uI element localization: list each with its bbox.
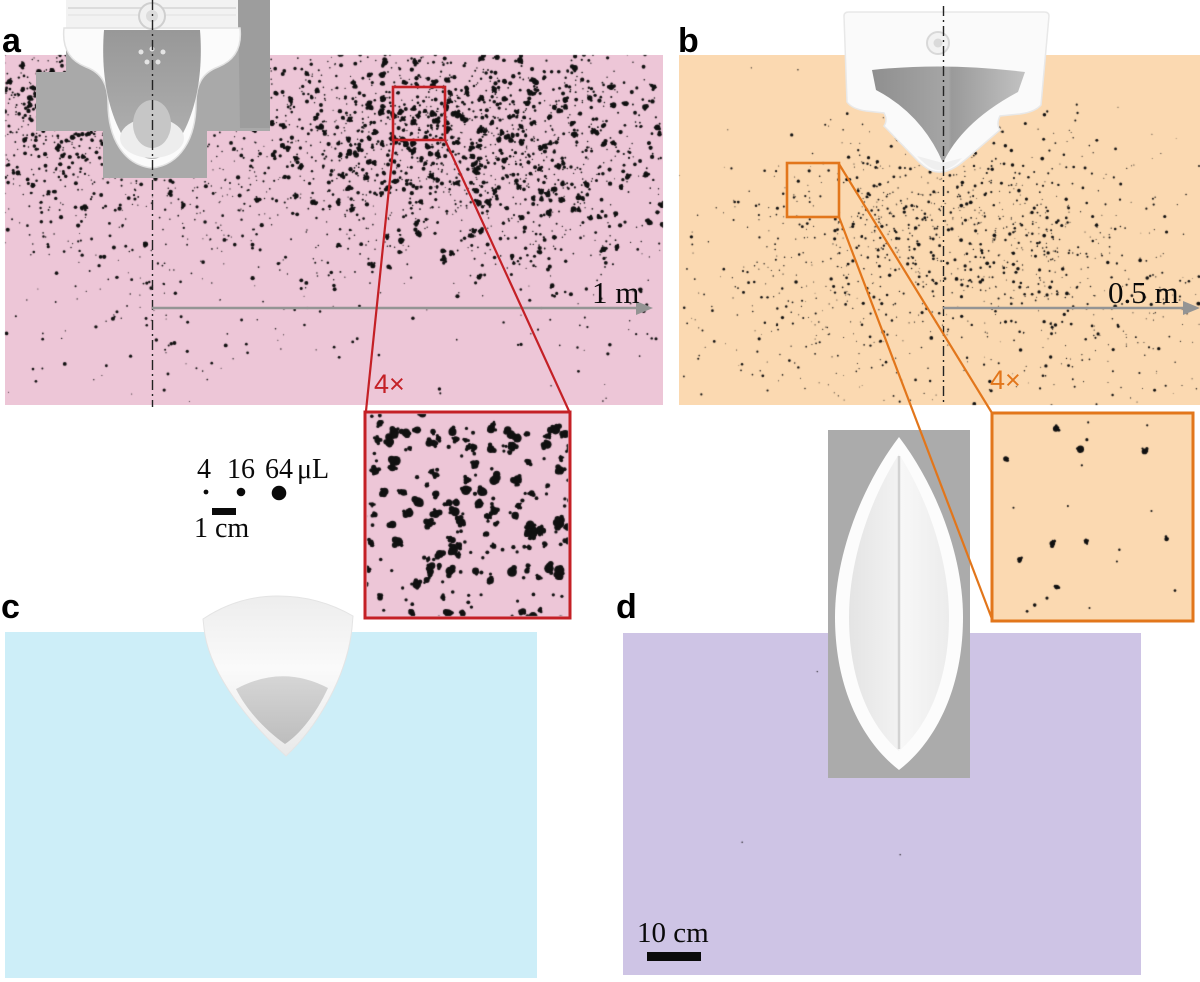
legend-scale-bar-1cm <box>212 508 236 515</box>
panel-d-scale-bar-label: 10 cm <box>637 917 709 949</box>
panel-label-c: c <box>1 588 20 626</box>
panel-label-b: b <box>678 22 699 60</box>
scale-arrow-b-label: 0.5 m <box>1108 275 1179 310</box>
urinal-render-c <box>202 595 354 757</box>
panel-d-scale-bar <box>647 952 701 961</box>
urinal-photo-b <box>843 11 1050 173</box>
inset-b-border <box>990 411 1195 623</box>
scale-arrow-a-label: 1 m <box>592 275 640 310</box>
panel-label-a: a <box>2 22 21 60</box>
zoom-box-a <box>364 85 571 412</box>
panel-label-d: d <box>616 588 637 626</box>
urinal-render-d <box>828 430 970 778</box>
legend-droplet-dots <box>203 485 287 501</box>
legend-scale-bar-label: 1 cm <box>194 513 250 544</box>
magnification-label-b: 4× <box>990 365 1021 395</box>
legend-size-16: 16 <box>227 454 255 485</box>
zoom-box-b <box>785 161 994 620</box>
legend-size-64: 64 <box>265 454 293 485</box>
scale-arrow-a <box>152 301 653 315</box>
scale-arrow-b <box>943 301 1200 315</box>
legend-unit: μL <box>297 454 330 485</box>
legend-size-4: 4 <box>197 454 211 485</box>
inset-a-border <box>363 410 572 620</box>
magnification-label-a: 4× <box>374 369 405 399</box>
